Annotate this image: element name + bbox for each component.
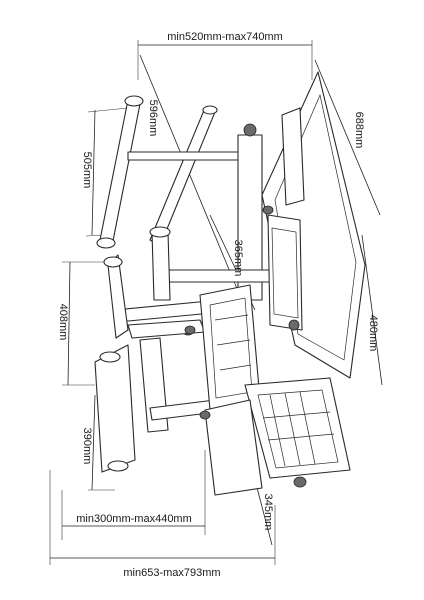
desk-crossbar-label: 365mm <box>232 240 244 277</box>
seat-back-label: 345mm <box>262 494 274 531</box>
desk-frame-length-label: 505mm <box>81 152 93 189</box>
chair-base-length-label: 408mm <box>57 304 69 341</box>
desk-frame <box>96 95 301 339</box>
desk-width-label: min520mm-max740mm <box>167 31 283 43</box>
desk-top-depth-label: 480mm <box>367 315 379 352</box>
chair-width-label: min300mm-max440mm <box>76 513 192 525</box>
desk-frame-width-label: 596mm <box>147 100 159 137</box>
dimension-labels: min520mm-max740mm 688mm 596mm 505mm 365m… <box>57 31 379 579</box>
chair <box>94 284 351 496</box>
desk-length-label: 688mm <box>353 112 365 149</box>
overall-height-label: min653-max793mm <box>123 567 220 579</box>
chair-base-width-label: 390mm <box>81 428 93 465</box>
desk-top <box>261 71 366 379</box>
